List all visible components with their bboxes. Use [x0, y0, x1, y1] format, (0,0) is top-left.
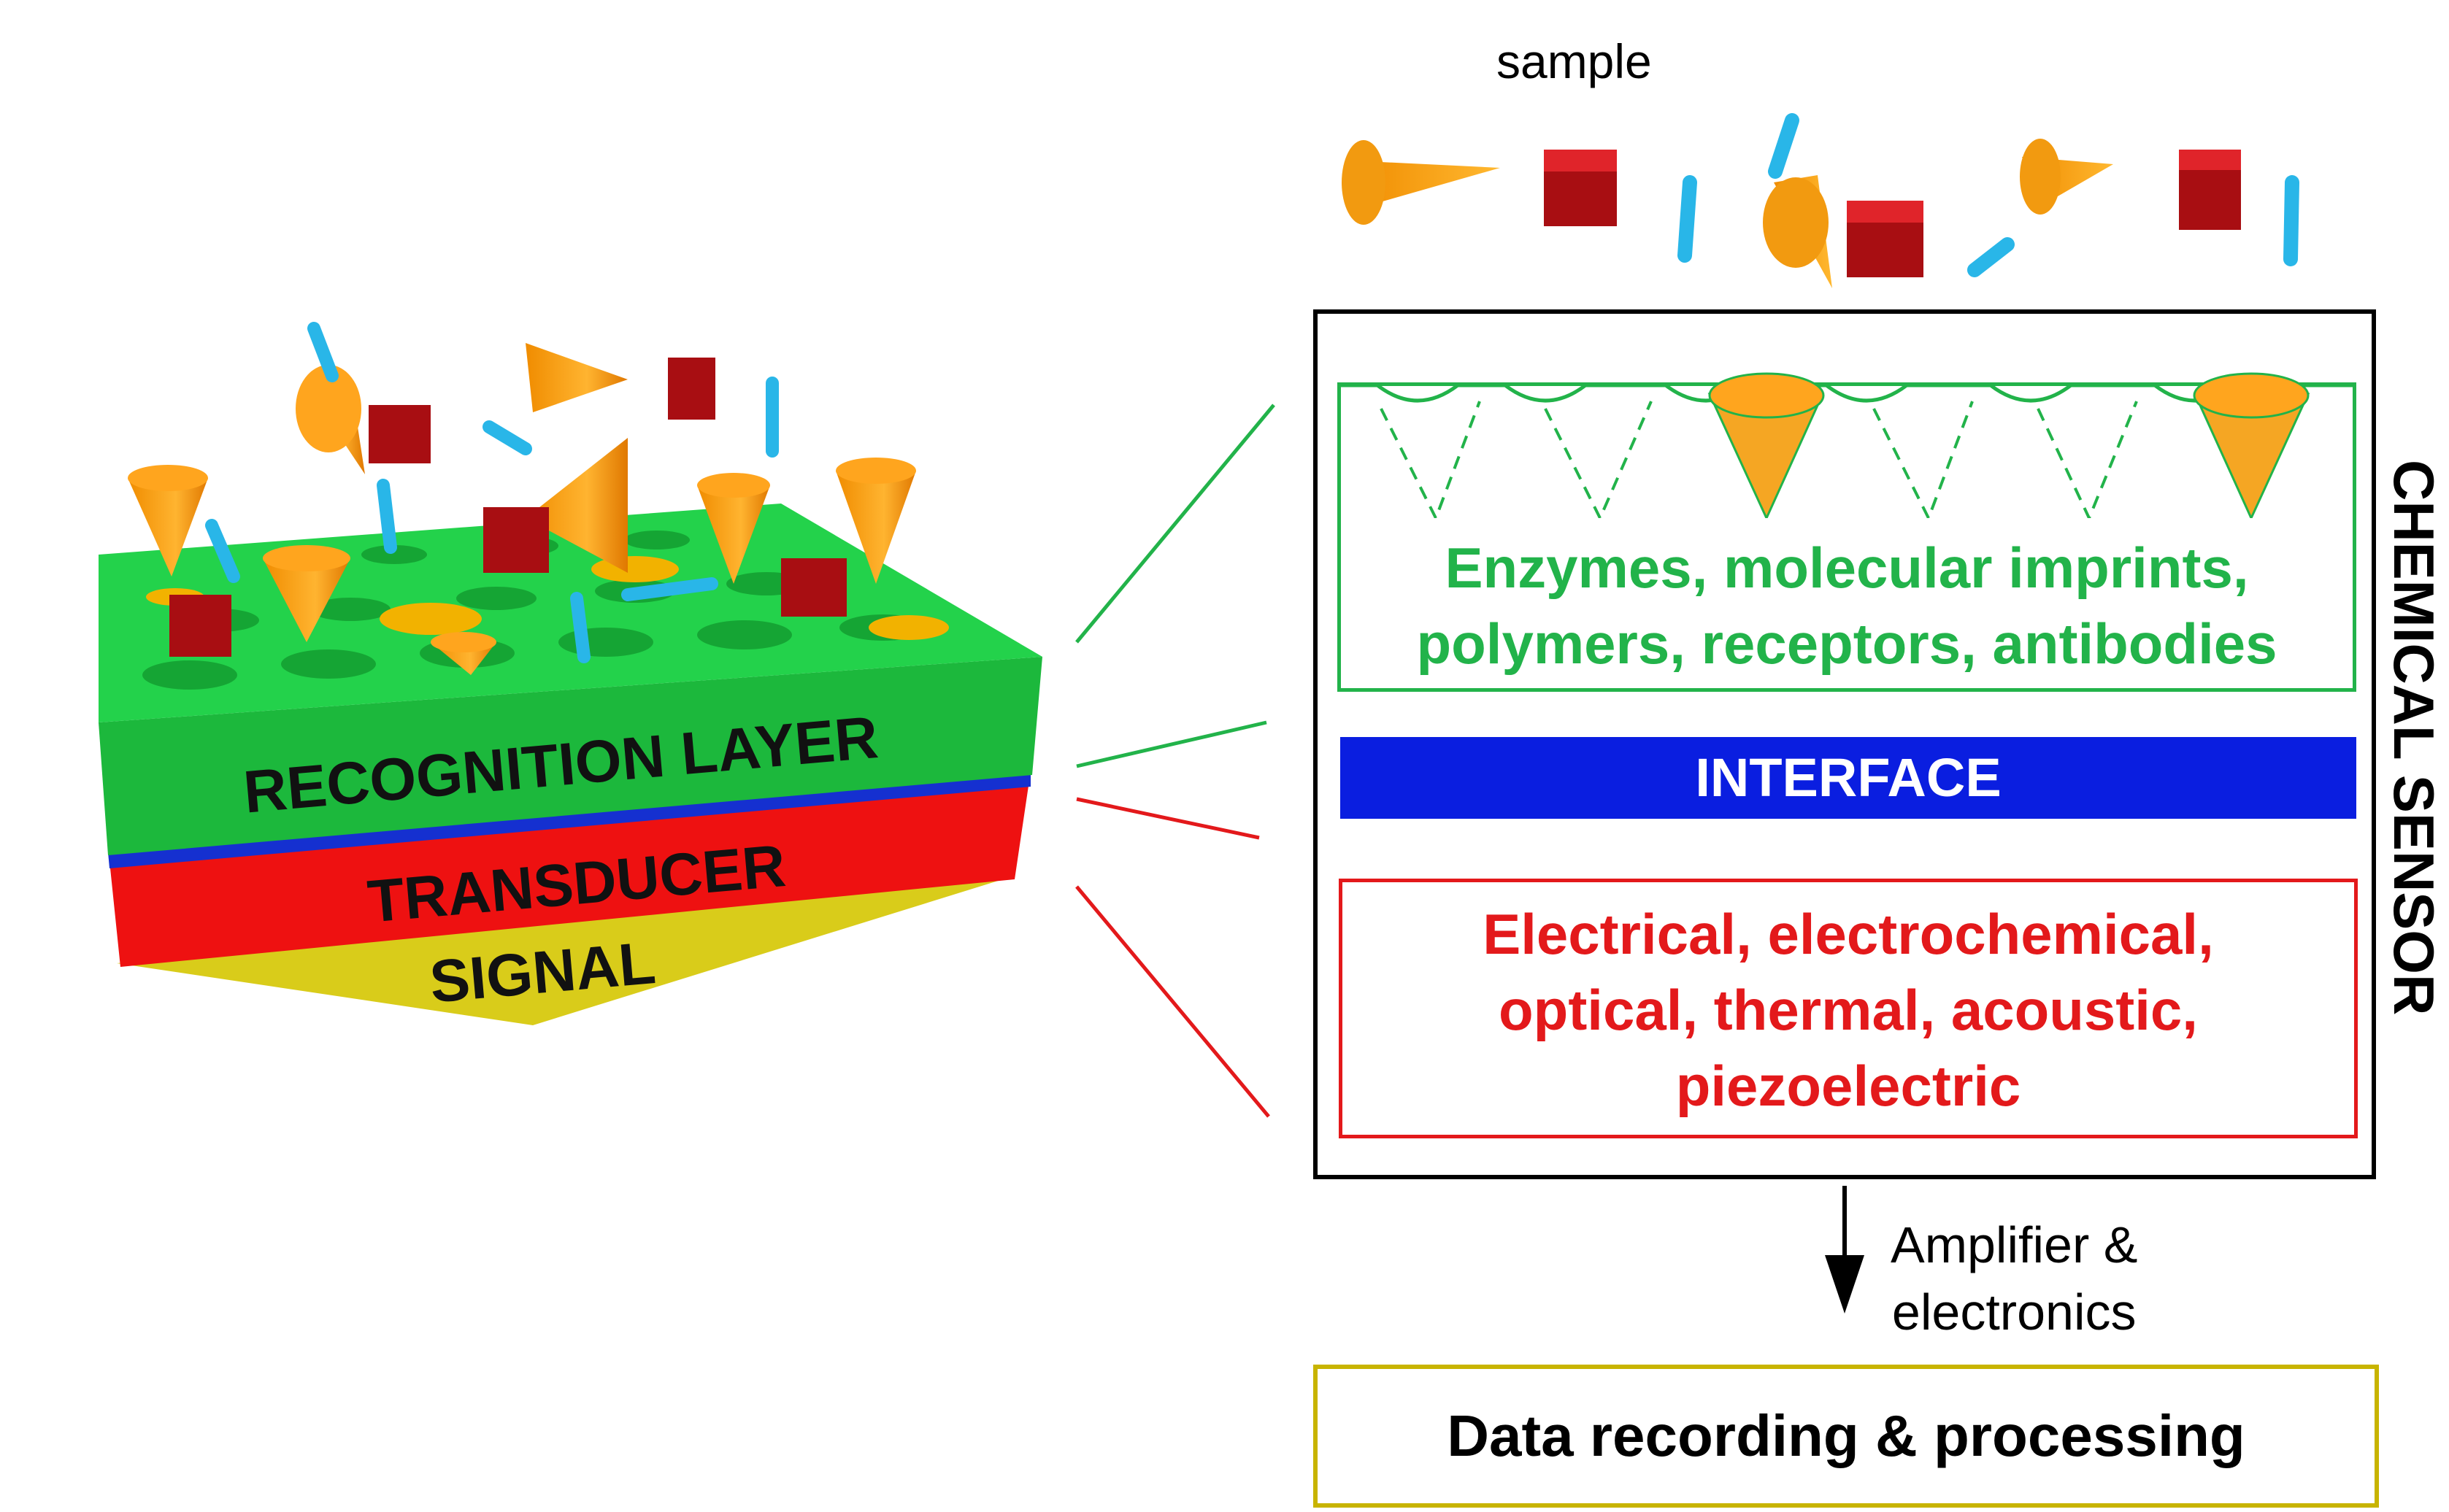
transducer-line-1: Electrical, electrochemical, [1483, 902, 2214, 966]
amplifier-line-1: Amplifier & [1891, 1216, 2138, 1273]
interface-bar [1340, 737, 2356, 819]
connector-green-1 [1075, 404, 1275, 644]
bound-cone-icon [1707, 372, 2310, 518]
recognition-line-2: polymers, receptors, antibodies [1416, 612, 2277, 676]
connector-red-2 [1075, 885, 1270, 1118]
transducer-text: Electrical, electrochemical, optical, th… [1339, 896, 2358, 1124]
amplifier-line-2: electronics [1891, 1284, 2137, 1341]
transducer-box [1339, 879, 2358, 1138]
interface-strip [108, 772, 1031, 868]
transducer-line-2: optical, thermal, acoustic, [1499, 978, 2198, 1042]
sample-analytes [1342, 113, 2299, 288]
data-recording-box [1313, 1365, 2379, 1508]
transducer-layer [109, 781, 1029, 967]
interface-label: INTERFACE [1695, 747, 2002, 808]
recognition-layer-front [99, 657, 1042, 855]
signal-layer [117, 876, 1015, 1025]
data-recording-label: Data recording & processing [1447, 1403, 2245, 1468]
sample-label: sample [1496, 34, 1652, 88]
amplifier-text: Amplifier & electronics [1891, 1211, 2137, 1346]
cubes [169, 358, 847, 657]
cone-icon [1342, 139, 2113, 288]
bound-cones [128, 343, 916, 675]
recognition-wells [1337, 372, 2356, 518]
arrow-head [1825, 1255, 1864, 1314]
transducer-line-3: piezoelectric [1675, 1054, 2021, 1118]
connector-green-2 [1076, 720, 1267, 768]
recognition-text: Enzymes, molecular imprints, polymers, r… [1337, 530, 2356, 682]
recognition-box [1337, 382, 2356, 692]
connector-red-1 [1076, 797, 1260, 840]
cube-icon [1544, 150, 2241, 277]
chemical-sensor-label: CHEMICAL SENSOR [2382, 460, 2446, 1016]
sensor-block-illustration [99, 322, 1042, 1025]
rod-icon [1677, 113, 2299, 277]
recognition-line-1: Enzymes, molecular imprints, [1445, 536, 2249, 600]
chemical-sensor-box [1313, 309, 2376, 1179]
rods [205, 322, 779, 663]
